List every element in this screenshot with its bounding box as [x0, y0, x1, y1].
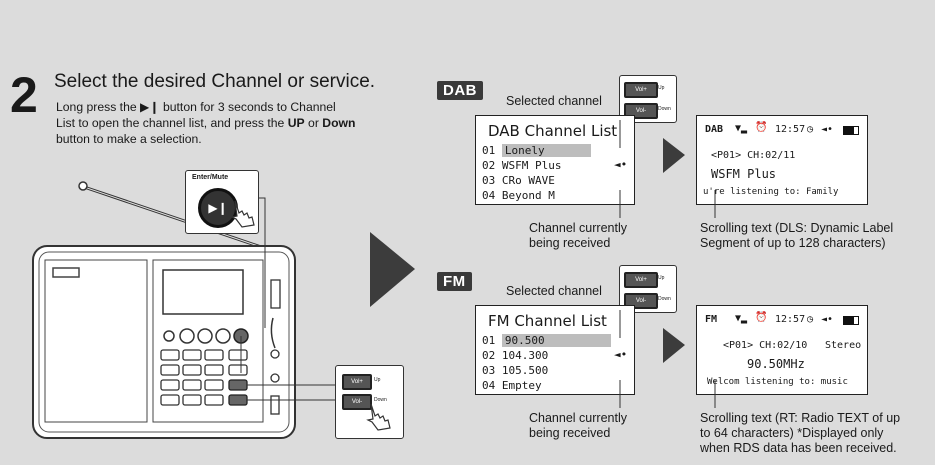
vol-down-key — [228, 394, 248, 406]
vol-minus-button[interactable]: Vol- — [342, 394, 372, 410]
radio-logo — [52, 267, 80, 278]
alarm-icon: ⏰ — [755, 122, 768, 133]
up-label: Up — [374, 377, 381, 383]
desc-or: or — [304, 116, 323, 130]
vol-plus-button[interactable]: Vol+ — [342, 374, 372, 390]
clock-icon: ◷ — [807, 124, 814, 135]
step-title: Select the desired Channel or service. — [54, 71, 376, 92]
step-number: 2 — [10, 67, 38, 123]
volume-icon: ◄• — [821, 314, 834, 325]
dab-mode: DAB — [705, 124, 724, 135]
fm-up-label: Up — [658, 275, 665, 281]
dab-leaders — [619, 120, 621, 218]
dab-list-title: DAB Channel List — [488, 122, 618, 140]
speaker-grille — [44, 259, 148, 423]
dab-time: 12:57 — [775, 124, 806, 135]
list-item[interactable]: 04 Emptey — [482, 379, 542, 392]
battery-icon — [843, 126, 859, 135]
signal-icon: ▼▂ — [735, 123, 748, 134]
fm-list-title: FM Channel List — [488, 312, 607, 330]
fm-line1: <P01> CH:02/10 — [723, 340, 808, 351]
dab-up-label: Up — [658, 85, 665, 91]
big-arrow-icon — [370, 232, 415, 307]
step-description: Long press the ▶❙ button for 3 seconds t… — [56, 99, 356, 147]
clock-icon: ◷ — [807, 314, 814, 325]
fm-down-label: Down — [658, 296, 671, 302]
desc-down: Down — [322, 116, 356, 130]
fm-frequency: 90.50MHz — [747, 357, 805, 371]
dab-down-label: Down — [658, 106, 671, 112]
enter-mute-label: Enter/Mute — [192, 174, 229, 181]
pointing-hand-icon-2 — [366, 403, 391, 431]
list-item[interactable]: 03 CRo WAVE — [482, 174, 555, 187]
antenna-tip — [78, 181, 88, 191]
fm-scroll-text: Welcom listening to: music — [707, 377, 848, 387]
list-item[interactable]: 01 Lonely — [482, 143, 591, 158]
fm-channel-list-screen: FM Channel List 01 90.500 02 104.300 ◄• … — [475, 305, 635, 395]
fm-stereo: Stereo — [825, 340, 862, 351]
fm-leaders — [619, 310, 621, 408]
dab-now-playing-screen: DAB ▼▂ ⏰ 12:57 ◷ ◄• <P01> CH:02/11 WSFM … — [696, 115, 868, 205]
down-label: Down — [374, 397, 387, 403]
fm-badge: FM — [437, 272, 472, 291]
fm-selected-label: Selected channel — [506, 284, 602, 298]
dab-arrow-icon — [663, 138, 685, 173]
speaker-icon: ◄• — [614, 348, 628, 361]
volume-icon: ◄• — [821, 124, 834, 135]
fm-scroll-leader — [714, 380, 716, 408]
vol-up-key — [228, 379, 248, 391]
pointing-hand-icon — [230, 200, 255, 228]
fm-mode: FM — [705, 314, 718, 325]
list-item[interactable]: 04 Beyond M — [482, 189, 555, 202]
fm-now-playing-screen: FM ▼▂ ⏰ 12:57 ◷ ◄• <P01> CH:02/10 Stereo… — [696, 305, 868, 395]
alarm-icon: ⏰ — [755, 312, 768, 323]
radio-display — [162, 269, 244, 315]
radio-illustration — [32, 181, 335, 439]
dab-line1: <P01> CH:02/11 — [711, 150, 796, 161]
list-item[interactable]: 03 105.500 — [482, 364, 549, 377]
dab-vol-plus[interactable]: Vol+ — [624, 82, 658, 98]
dab-station-name: WSFM Plus — [711, 167, 777, 181]
desc-text-1: Long press the ▶❙ button for 3 seconds t… — [56, 100, 336, 130]
desc-up: UP — [287, 116, 305, 130]
fm-vol-plus[interactable]: Vol+ — [624, 272, 658, 288]
dab-scroll-leader — [714, 190, 716, 218]
dab-scroll-text: u're listening to: Family — [703, 187, 839, 197]
speaker-icon: ◄• — [614, 158, 628, 171]
enter-mute-callout: Enter/Mute ▶❙ — [185, 170, 259, 234]
fm-time: 12:57 — [775, 314, 806, 325]
signal-icon: ▼▂ — [735, 313, 748, 324]
battery-icon — [843, 316, 859, 325]
dab-selected-label: Selected channel — [506, 94, 602, 108]
fm-arrow-icon — [663, 328, 685, 363]
dab-channel-list-screen: DAB Channel List 01 Lonely 02 WSFM Plus … — [475, 115, 635, 205]
list-item[interactable]: 02 WSFM Plus — [482, 159, 562, 172]
list-item[interactable]: 02 104.300 — [482, 349, 549, 362]
dab-badge: DAB — [437, 81, 483, 100]
desc-text-2: button to make a selection. — [56, 132, 202, 146]
vol-buttons-callout: Vol+ Up Vol- Down — [335, 365, 404, 439]
list-item[interactable]: 01 90.500 — [482, 333, 611, 348]
